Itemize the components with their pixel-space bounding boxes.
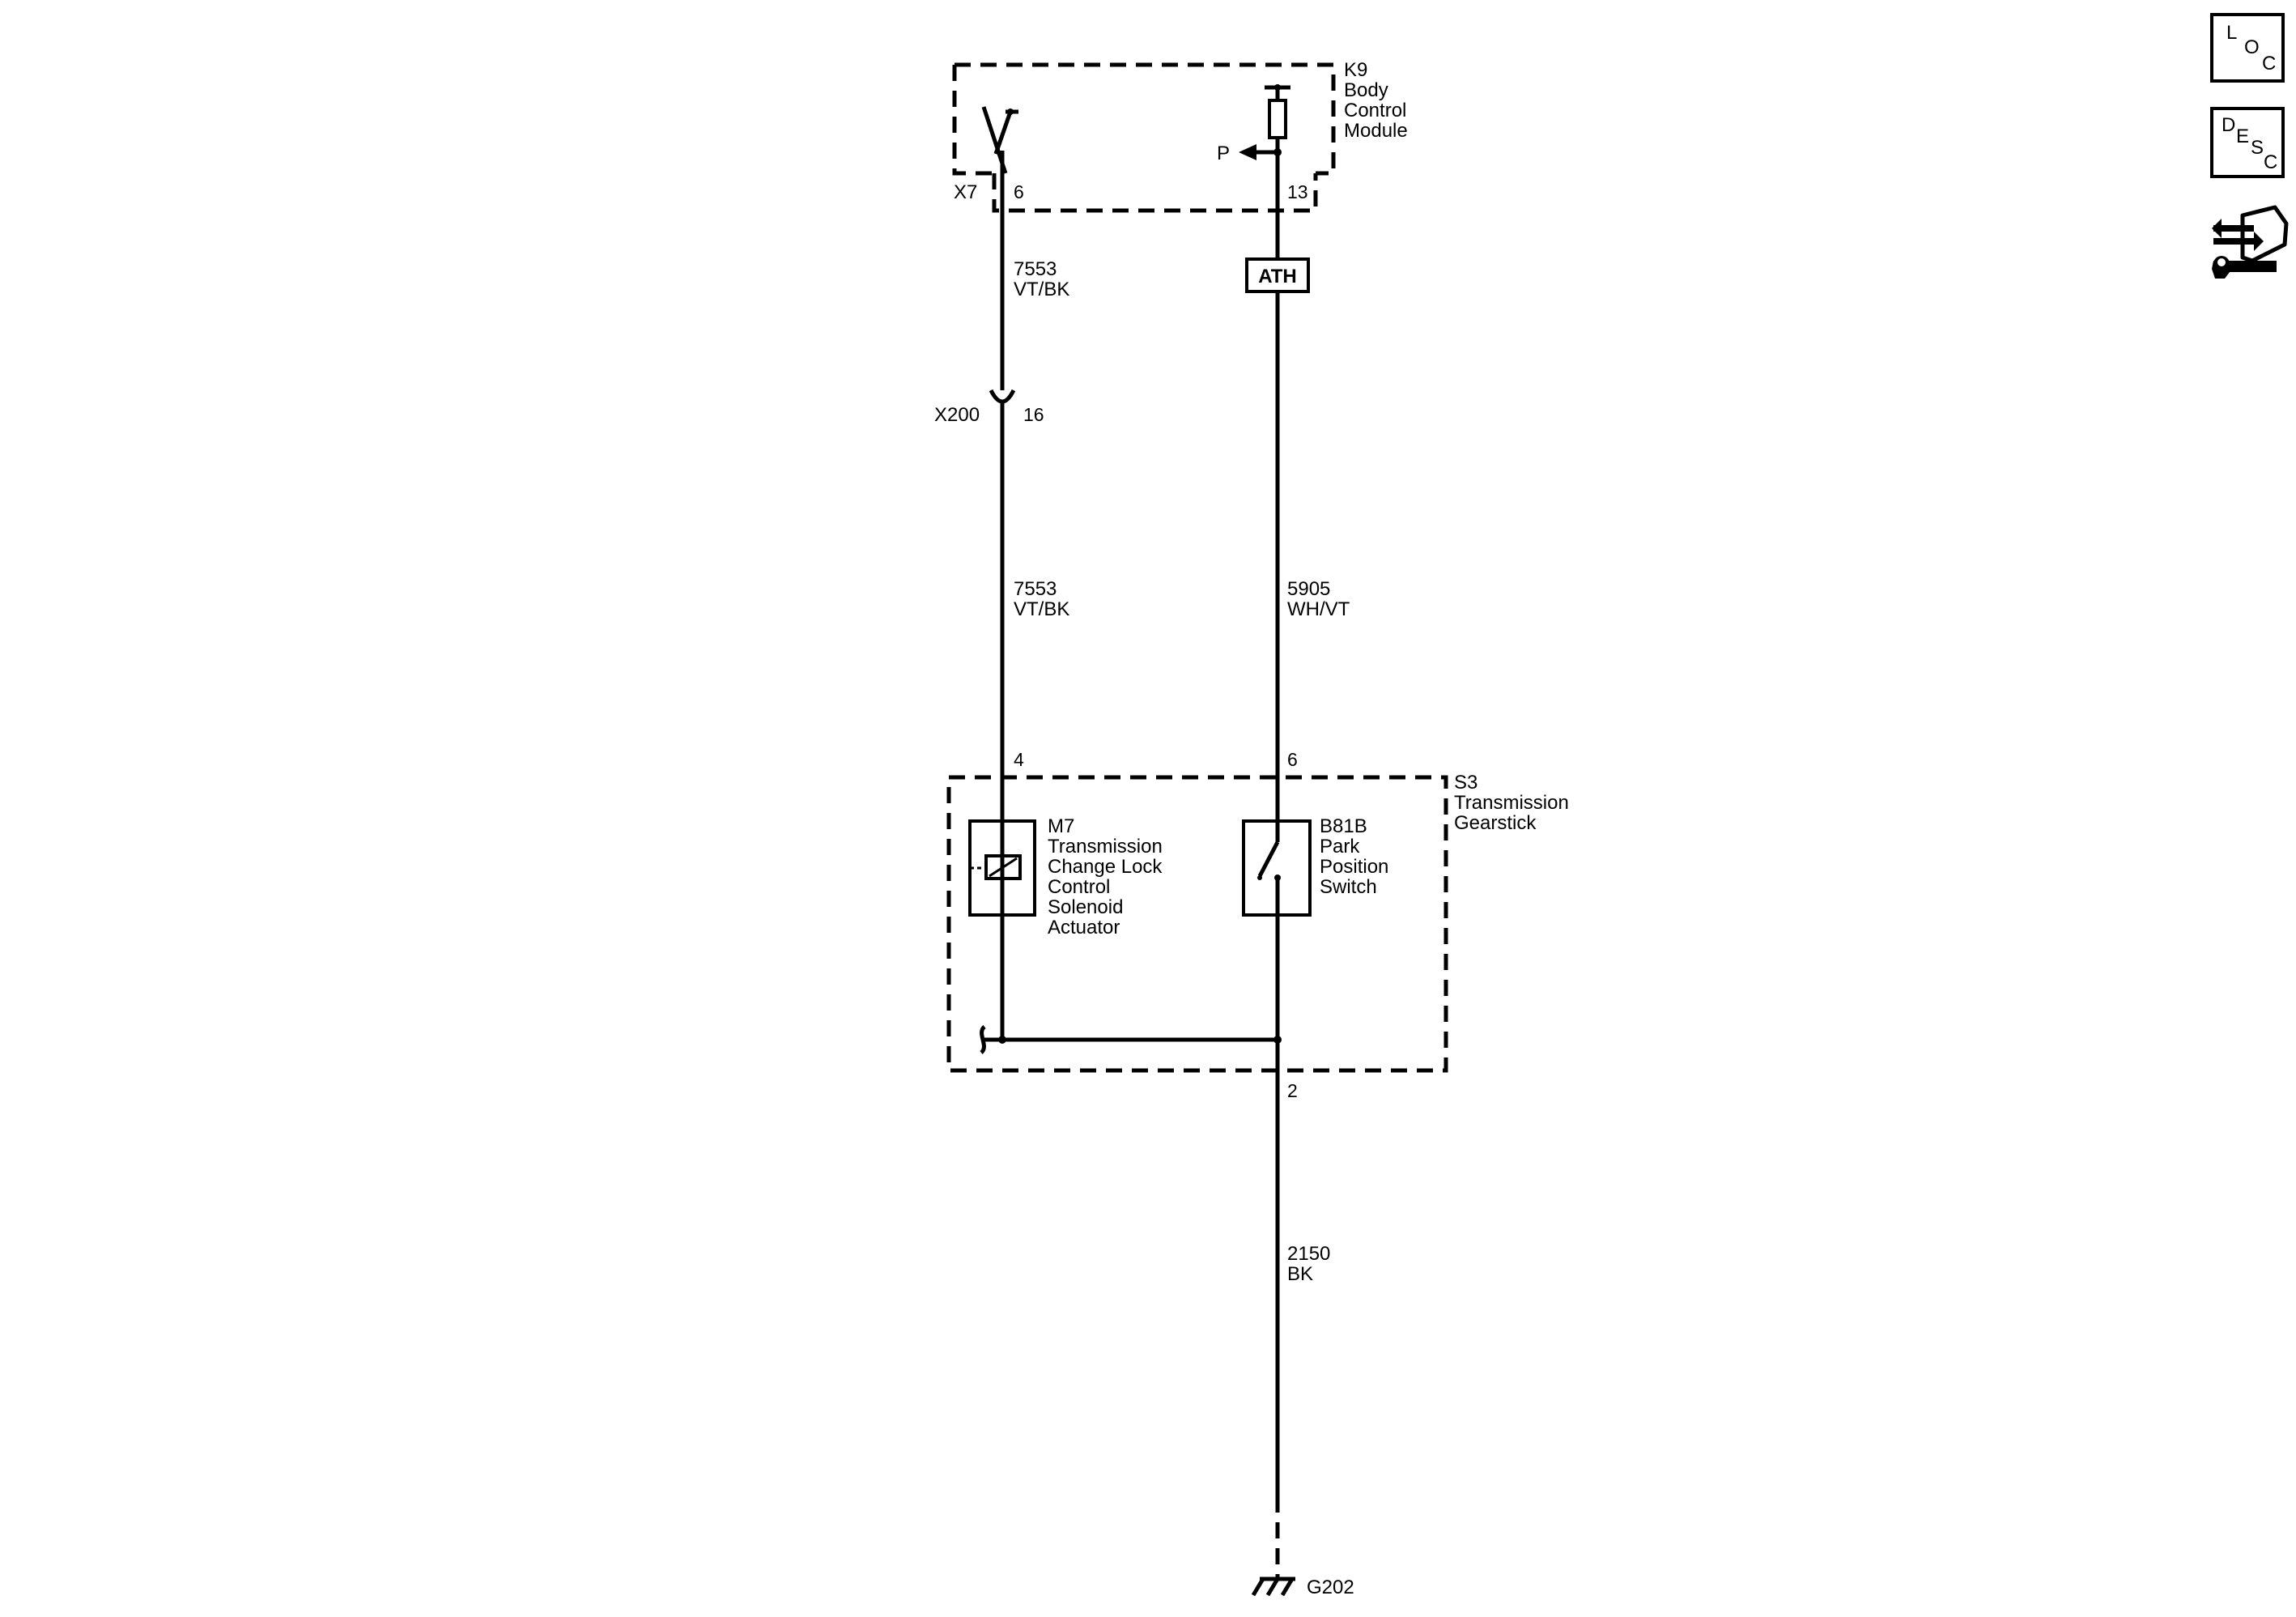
k9-module-boundary	[952, 62, 1336, 176]
x7-pin-6: 6	[1014, 181, 1024, 202]
ground-g202[interactable]: G202	[1251, 1577, 1354, 1598]
wire-2150-color: BK	[1287, 1263, 1313, 1285]
x7-label: X7	[954, 181, 977, 203]
k9-internal-resistor: P	[1217, 84, 1290, 173]
svg-text:D: D	[2222, 114, 2235, 136]
connector-repair-icon	[2212, 205, 2289, 279]
svg-text:C: C	[2262, 53, 2276, 74]
s3-label: S3 Transmission Gearstick	[1454, 772, 1574, 834]
x200-label: X200	[934, 404, 980, 426]
b81b-park-position-switch[interactable]: B81B Park Position Switch	[1242, 815, 1394, 917]
x7-pin-13: 13	[1287, 181, 1308, 202]
s3-pin-4: 4	[1014, 749, 1024, 770]
wire-2150[interactable]: 2150 BK	[1275, 1040, 1330, 1579]
x7-connector-outline	[992, 173, 1318, 213]
ath-label: ATH	[1258, 266, 1297, 287]
wire-7553-upper-color: VT/BK	[1014, 279, 1069, 300]
wire-7553-upper-circuit: 7553	[1014, 258, 1057, 280]
svg-text:E: E	[2236, 126, 2249, 147]
wire-5905-color: WH/VT	[1287, 598, 1350, 620]
s3-pin-6: 6	[1287, 749, 1298, 770]
loc-button[interactable]: L O C	[2210, 13, 2285, 83]
k9-internal-switch	[981, 106, 1018, 174]
k9-body-control-module[interactable]: K9 Body Control Module P	[952, 59, 1412, 176]
ath-box[interactable]: ATH	[1245, 257, 1310, 293]
wire-7553-lower[interactable]: 7553 VT/BK	[1000, 402, 1069, 1040]
s3-transmission-gearstick[interactable]: S3 Transmission Gearstick 4 6 2 M7 Trans…	[946, 749, 1574, 1101]
ath-box-outline	[1245, 257, 1310, 293]
k9-label: K9 Body Control Module	[1344, 59, 1412, 142]
wire-7553-upper[interactable]: 7553 VT/BK	[1000, 173, 1069, 381]
b81b-label: B81B Park Position Switch	[1320, 815, 1394, 898]
x200-connector[interactable]: X200 16	[934, 372, 1044, 426]
ground-g202-label: G202	[1307, 1577, 1354, 1598]
m7-solenoid-actuator[interactable]: M7 Transmission Change Lock Control Sole…	[968, 815, 1167, 938]
m7-label: M7 Transmission Change Lock Control Sole…	[1048, 815, 1167, 938]
s3-internal-ground-bus	[980, 1025, 1282, 1054]
wire-5905-circuit: 5905	[1287, 578, 1330, 600]
p-arrow-icon	[1239, 144, 1256, 160]
connector-repair-button[interactable]	[2212, 205, 2289, 279]
desc-button[interactable]: D E S C	[2210, 107, 2285, 178]
s3-module-boundary	[946, 775, 1448, 1073]
svg-text:C: C	[2264, 151, 2277, 173]
wire-2150-circuit: 2150	[1287, 1243, 1330, 1265]
x200-pin-16: 16	[1023, 404, 1044, 425]
svg-text:L: L	[2226, 22, 2237, 44]
ground-icon	[1251, 1577, 1295, 1597]
p-label: P	[1217, 143, 1230, 164]
x7-connector[interactable]: X7 6 13	[954, 173, 1318, 213]
wire-7553-lower-circuit: 7553	[1014, 578, 1057, 600]
location-icon	[2210, 13, 2285, 83]
wire-7553-lower-color: VT/BK	[1014, 598, 1069, 620]
svg-text:S: S	[2251, 137, 2264, 159]
svg-text:O: O	[2244, 36, 2260, 58]
wire-break-icon	[980, 1025, 986, 1054]
description-icon	[2210, 107, 2285, 178]
wire-5905[interactable]: 5905 WH/VT	[1275, 173, 1350, 1040]
s3-pin-2: 2	[1287, 1080, 1298, 1101]
